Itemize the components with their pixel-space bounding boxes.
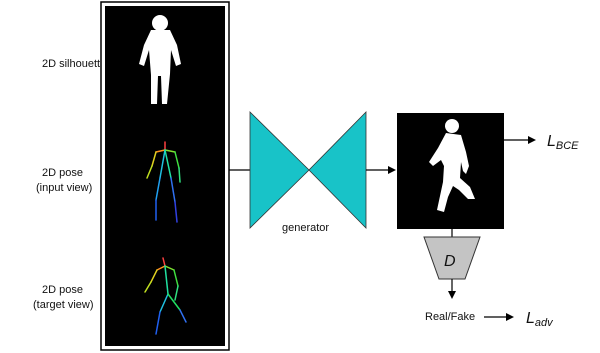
label-pose-input-1: 2D pose — [42, 167, 83, 179]
generator-decoder — [308, 111, 367, 229]
discriminator-output-arrowhead — [448, 291, 456, 299]
generator-label: generator — [282, 222, 329, 234]
label-silhouette: 2D silhouette — [42, 58, 106, 70]
loss-bce: LBCE — [547, 133, 579, 152]
input-pose-skeleton — [146, 141, 181, 223]
generator-encoder — [249, 111, 310, 229]
adv-arrowhead — [506, 313, 514, 321]
discriminator — [423, 236, 481, 280]
input-silhouette-figure — [139, 15, 181, 104]
real-fake-label: Real/Fake — [425, 311, 475, 323]
output-silhouette-figure — [429, 119, 475, 212]
loss-adv: Ladv — [526, 310, 554, 329]
label-pose-input-2: (input view) — [36, 182, 92, 194]
generator-output-arrowhead — [388, 166, 396, 174]
discriminator-label: D — [444, 253, 456, 270]
label-pose-target-1: 2D pose — [42, 284, 83, 296]
label-pose-target-2: (target view) — [33, 299, 94, 311]
target-pose-skeleton — [144, 257, 187, 335]
bce-arrowhead — [528, 136, 536, 144]
